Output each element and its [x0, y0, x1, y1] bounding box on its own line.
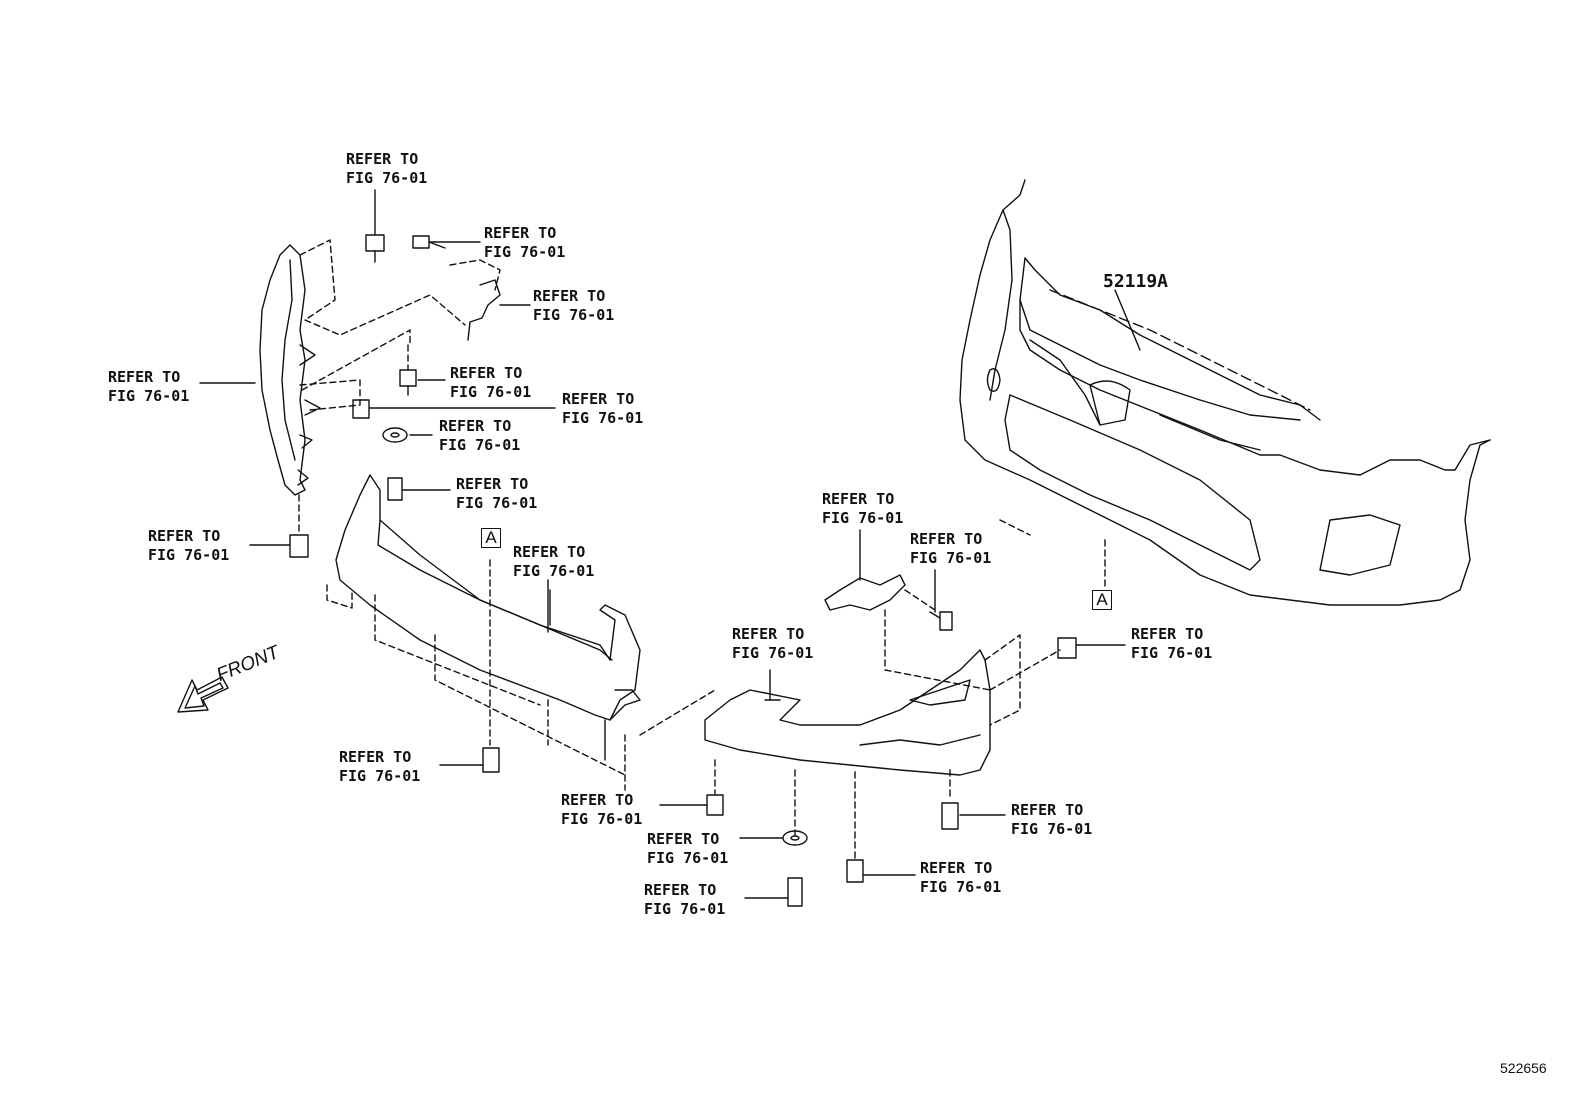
front-lower-spoiler	[327, 475, 715, 790]
center-bracket	[825, 530, 990, 690]
left-side-bracket	[200, 240, 465, 495]
small-bracket	[450, 260, 530, 340]
bolt-c	[930, 570, 953, 631]
clip-left	[250, 495, 309, 558]
clip-b2	[660, 794, 724, 816]
part-number: 52119A	[1103, 271, 1169, 292]
clip-b3	[846, 859, 915, 883]
ref-marker-a-left: A	[481, 528, 501, 548]
document-id: 522656	[1500, 1060, 1547, 1076]
fasteners	[250, 190, 1125, 907]
bolt-b	[745, 877, 803, 907]
washer-2	[740, 831, 807, 845]
clip-top	[365, 190, 385, 262]
washer-1	[383, 428, 432, 442]
bolt-top	[412, 235, 480, 249]
side-lower-spoiler	[705, 635, 1060, 860]
clip-mid	[399, 345, 445, 395]
clip-mid2	[352, 399, 555, 419]
bolt-mid	[387, 477, 450, 501]
bumper-cover	[960, 180, 1490, 605]
clip-bottom	[440, 747, 500, 773]
clip-b4	[941, 802, 1005, 830]
ref-marker-a-right: A	[1092, 590, 1112, 610]
leader-line	[1115, 290, 1140, 350]
front-arrow-icon	[178, 677, 228, 712]
clip-right	[1057, 637, 1125, 659]
